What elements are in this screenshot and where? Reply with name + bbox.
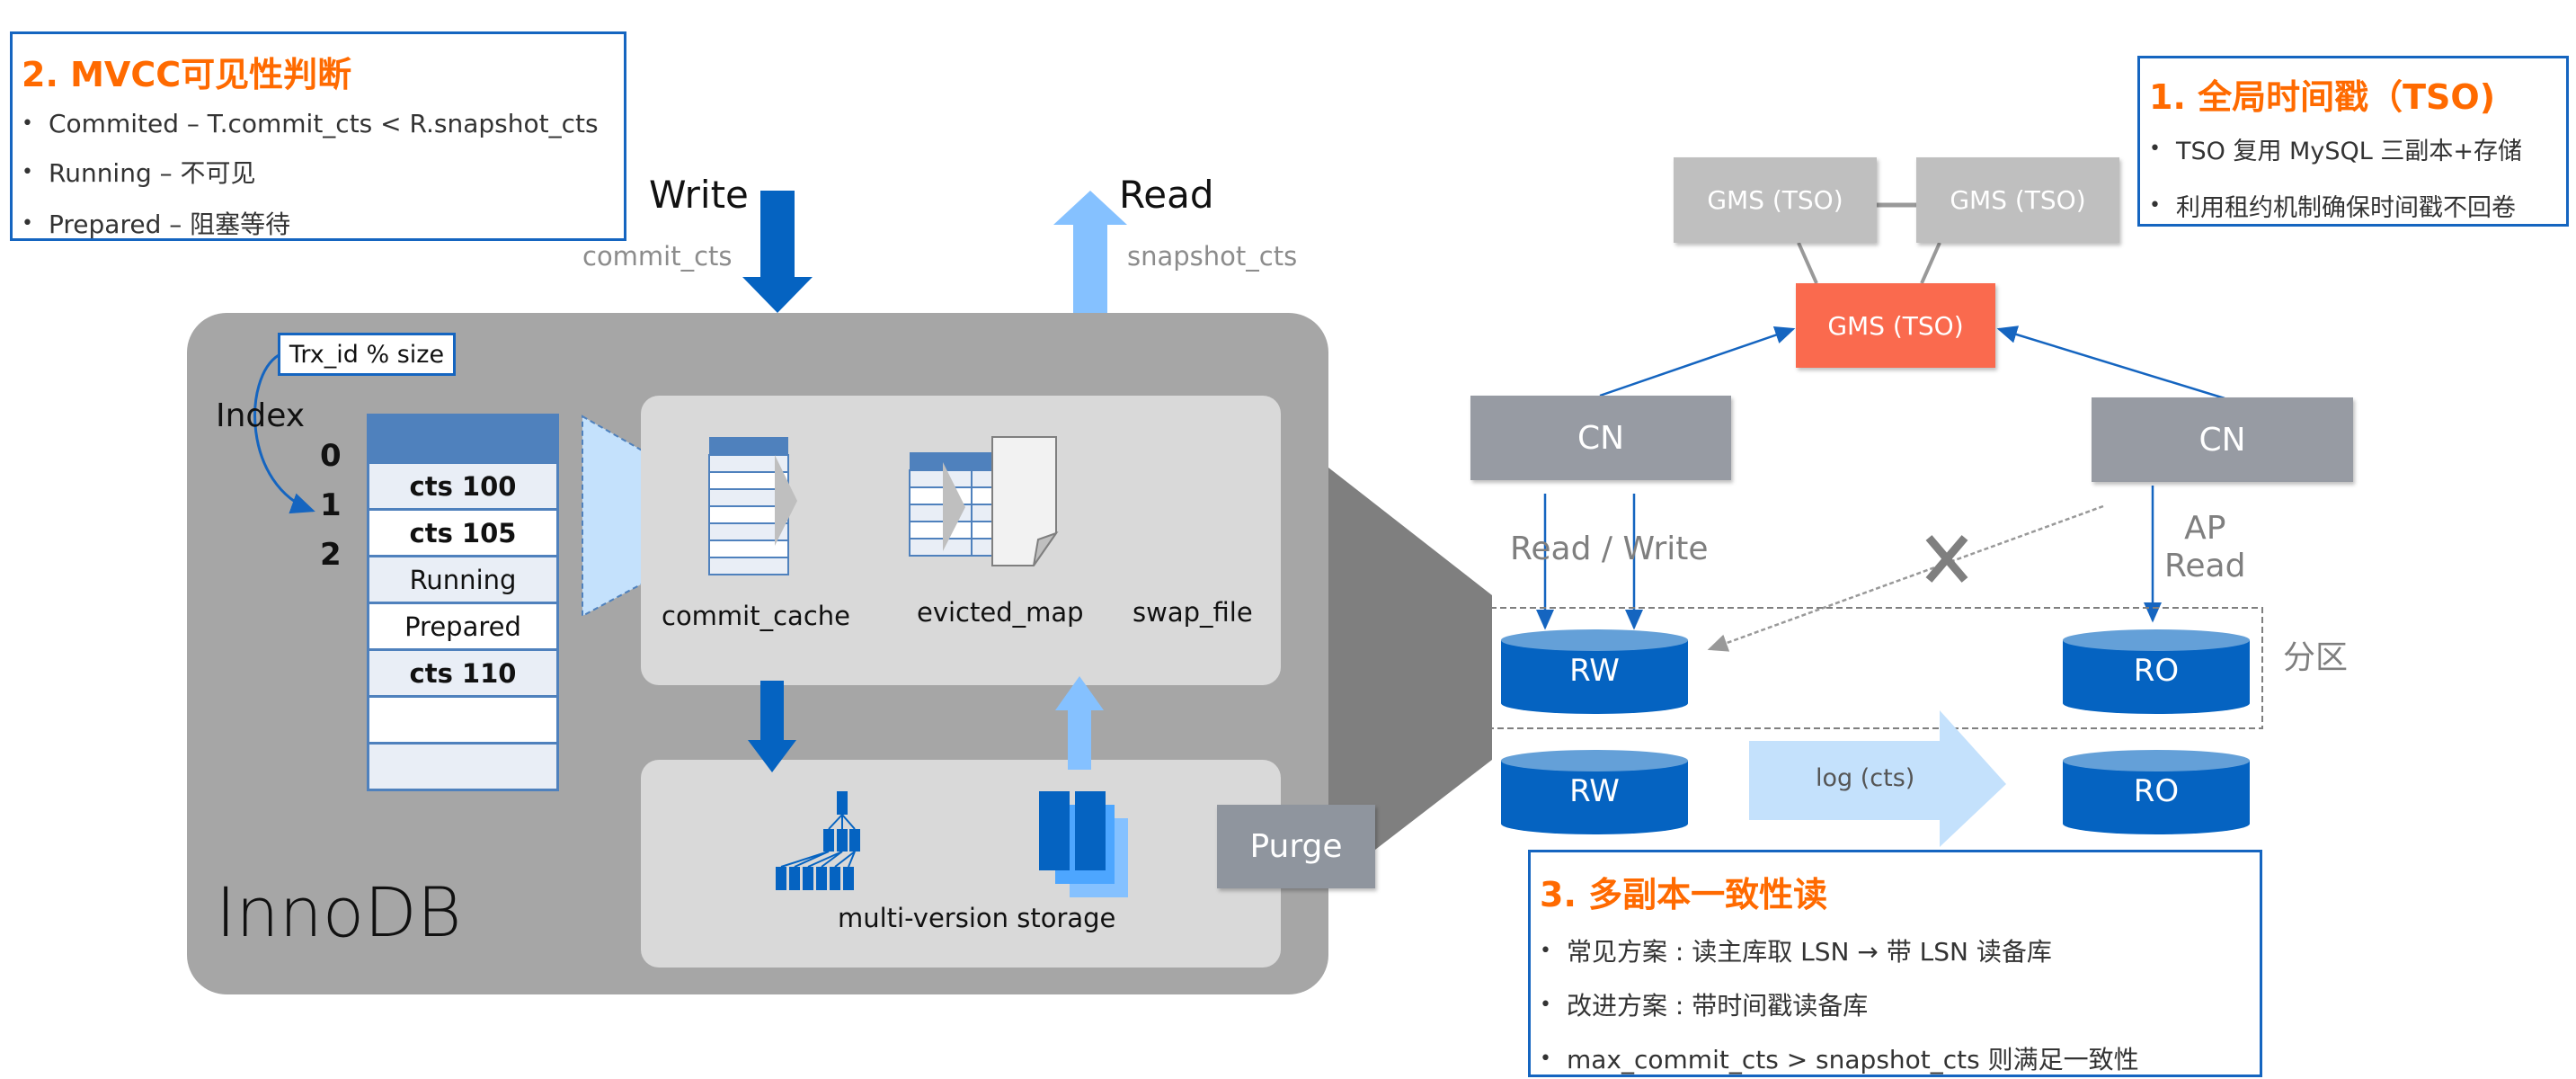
database-cylinder-icon [1501, 629, 1688, 714]
ro-db-bottom[interactable]: RO [2133, 773, 2180, 809]
tso-bullet: •TSO 复用 MySQL 三副本+存储 [2149, 138, 2522, 165]
gms-leader-node[interactable]: GMS (TSO) [1796, 283, 1995, 368]
cn-to-gms-arrow [1599, 326, 1796, 397]
slot-row: Running [367, 557, 559, 604]
mvcc-bullet: •Commited – T.commit_cts < R.snapshot_ct… [22, 109, 599, 138]
version-pages-icon [1039, 791, 1128, 897]
storage-label: multi-version storage [838, 903, 1116, 933]
slot-header [367, 414, 559, 464]
ro-db-top[interactable]: RO [2133, 653, 2180, 689]
consistency-bullet: •max_commit_cts > snapshot_cts 则满足一致性 [1540, 1045, 2139, 1075]
partition-label: 分区 [2283, 639, 2349, 676]
rw-db-top[interactable]: RW [1569, 653, 1620, 689]
partition-box [1489, 607, 2263, 729]
mvcc-bullet: •Running – 不可见 [22, 158, 256, 188]
mvcc-title: 2. MVCC可见性判断 [22, 55, 352, 94]
load-up-arrow [1055, 676, 1104, 770]
slot-row: cts 105 [367, 511, 559, 557]
cn-node-left[interactable]: CN [1470, 396, 1731, 480]
index-number-0: 0 [320, 438, 342, 474]
consistency-bullet: •改进方案 : 带时间戳读备库 [1540, 991, 1869, 1021]
innodb-to-rw-funnel [1328, 468, 1492, 886]
read-arrow [1053, 191, 1127, 313]
ap-label: AP [2184, 510, 2226, 547]
cn-node-right[interactable]: CN [2092, 397, 2353, 482]
database-cylinder-icon [1501, 750, 1688, 834]
slot-row: Prepared [367, 604, 559, 651]
consistency-bullet: •常见方案 : 读主库取 LSN → 带 LSN 读备库 [1540, 937, 2052, 967]
swap-file-icon [991, 436, 1059, 566]
gms-node[interactable]: GMS (TSO) [1674, 157, 1877, 243]
blocked-x-icon [1925, 535, 1968, 583]
slot-row: cts 100 [367, 464, 559, 511]
tso-bullet: •利用租约机制确保时间戳不回卷 [2149, 194, 2516, 222]
chevron-right-icon [943, 462, 965, 551]
commit-cache-icon [708, 437, 789, 575]
gms-node[interactable]: GMS (TSO) [1916, 157, 2119, 243]
purge-button[interactable]: Purge [1217, 805, 1375, 888]
mvcc-bullet: •Prepared – 阻塞等待 [22, 210, 291, 239]
index-curve-arrow [253, 353, 315, 514]
consistency-read-callout: 3. 多副本一致性读 •常见方案 : 读主库取 LSN → 带 LSN 读备库 … [1528, 850, 2262, 1077]
ap-read-label: AP Read [2164, 510, 2245, 585]
tso-title: 1. 全局时间戳（TSO) [2149, 77, 2496, 117]
rw-db-bottom[interactable]: RW [1569, 773, 1620, 809]
slot-row: cts 110 [367, 651, 559, 698]
swap-file-label: swap_file [1133, 597, 1253, 628]
evicted-map-label: evicted_map [917, 597, 1084, 628]
read-label: Read [1119, 173, 1214, 217]
commit-cache-label: commit_cache [662, 601, 850, 631]
log-arrow [1749, 710, 2006, 847]
index-number-1: 1 [320, 487, 342, 523]
index-label: Index [216, 397, 306, 434]
consistency-title: 3. 多副本一致性读 [1540, 875, 1828, 914]
flush-down-arrow [748, 681, 796, 772]
write-label: Write [649, 173, 749, 217]
write-arrow [742, 191, 813, 313]
slot-row [367, 745, 559, 791]
log-cts-label: log (cts) [1816, 764, 1915, 792]
multi-version-storage-panel [641, 760, 1281, 968]
mvcc-visibility-callout: 2. MVCC可见性判断 •Commited – T.commit_cts < … [10, 31, 626, 241]
read-write-label: Read / Write [1510, 531, 1709, 567]
trx-hash-label: Trx_id % size [278, 333, 456, 376]
commit-cts-label: commit_cts [582, 241, 733, 272]
gms-link [1920, 242, 1941, 284]
snapshot-cts-label: snapshot_cts [1127, 241, 1298, 272]
gms-link [1797, 242, 1818, 284]
index-number-2: 2 [320, 537, 342, 573]
btree-icon [776, 791, 860, 890]
slot-row [367, 698, 559, 745]
database-cylinder-icon [2063, 750, 2250, 834]
innodb-title: InnoDB [216, 872, 462, 952]
ap-read-sub: Read [2164, 548, 2246, 584]
cn-to-gms-arrow [1996, 325, 2225, 400]
blocked-read-arrow [1707, 504, 2104, 652]
chevron-right-icon [775, 455, 797, 546]
database-cylinder-icon [2063, 629, 2250, 714]
tso-callout: 1. 全局时间戳（TSO) •TSO 复用 MySQL 三副本+存储 •利用租约… [2137, 56, 2569, 227]
